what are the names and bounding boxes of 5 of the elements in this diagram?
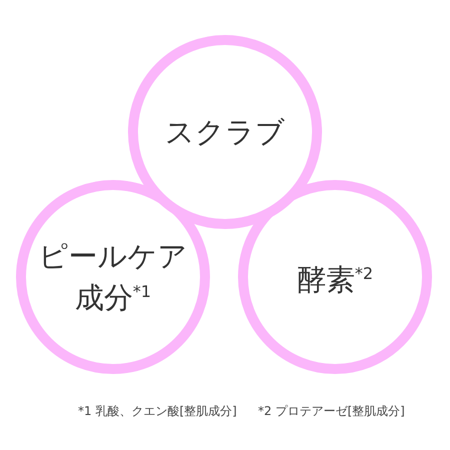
footnote: *2 プロテアーゼ[整肌成分] [258, 403, 405, 420]
circle-label: ピールケア成分$^{*1}$ [38, 238, 188, 316]
circle-label: 酵素$^{*2}$ [296, 262, 374, 298]
circle-label: スクラブ [164, 114, 286, 150]
footnote: *1 乳酸、クエン酸[整肌成分] [78, 403, 237, 420]
